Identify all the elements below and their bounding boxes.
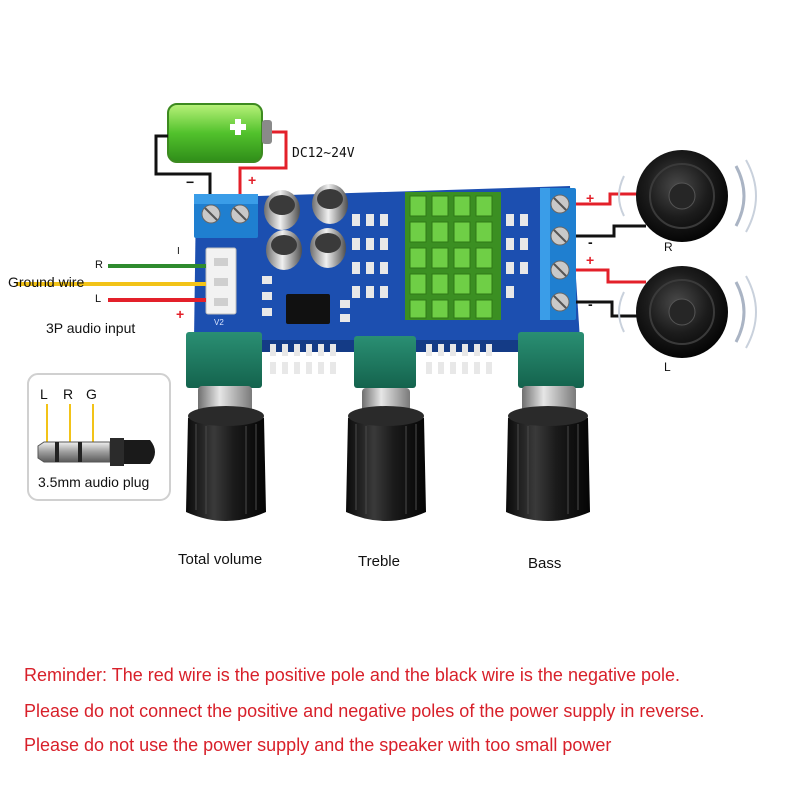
speaker-left-label: L xyxy=(664,360,671,374)
plug-pin-r-label: R xyxy=(63,386,74,402)
ic-chip xyxy=(286,294,330,324)
battery-icon xyxy=(167,103,272,163)
pcb-board xyxy=(186,184,584,388)
power-plus-sign: + xyxy=(248,172,257,188)
plug-pin-g-label: G xyxy=(86,386,97,402)
reminder-line-3: Please do not use the power supply and t… xyxy=(24,735,612,755)
input-pin-label: I xyxy=(177,246,180,257)
volume-knob-label: Total volume xyxy=(178,551,263,568)
heatsink xyxy=(405,192,501,320)
audio-input-connector xyxy=(205,247,237,315)
speaker-r-minus-sign: - xyxy=(588,234,593,250)
speaker-r-plus-sign: + xyxy=(586,190,595,206)
volume-pot-body xyxy=(186,332,262,388)
speaker-terminal xyxy=(540,188,576,320)
ground-wire-label: Ground wire xyxy=(8,274,85,290)
power-terminal xyxy=(194,194,258,238)
speaker-l-plus-sign: + xyxy=(586,252,595,268)
input-l-label: L xyxy=(95,293,102,305)
bass-pot-body xyxy=(518,332,584,388)
speaker-l-negative-wire xyxy=(576,300,646,318)
speaker-l-positive-wire xyxy=(576,268,646,284)
speaker-r-positive-wire xyxy=(576,192,646,206)
capacitors xyxy=(264,184,348,270)
treble-knob-label: Treble xyxy=(358,553,400,570)
input-plus-sign: + xyxy=(176,306,185,322)
power-positive-wire xyxy=(238,130,288,200)
volume-knob xyxy=(186,386,266,521)
treble-knob xyxy=(346,388,426,521)
bass-knob-label: Bass xyxy=(528,555,562,572)
plug-caption: 3.5mm audio plug xyxy=(38,474,150,490)
speaker-l-minus-sign: - xyxy=(588,296,593,312)
audio-plug-icon xyxy=(37,404,155,466)
bass-knob xyxy=(506,386,590,521)
speaker-right-label: R xyxy=(664,240,673,254)
treble-pot-body xyxy=(354,336,416,388)
power-minus-sign: − xyxy=(186,174,195,190)
plug-pin-l-label: L xyxy=(40,386,48,402)
power-negative-wire xyxy=(154,134,212,200)
board-version-label: V2 xyxy=(214,318,224,327)
audio-input-title: 3P audio input xyxy=(46,320,136,336)
plug-diagram-box xyxy=(27,373,171,501)
speaker-r-negative-wire xyxy=(576,224,646,238)
reminder-line-1: Reminder: The red wire is the positive p… xyxy=(24,665,681,685)
speaker-left-icon xyxy=(618,266,757,358)
power-voltage-label: DC12~24V xyxy=(292,146,355,161)
reminder-line-2: Please do not connect the positive and n… xyxy=(24,701,705,721)
smd-components xyxy=(262,214,528,322)
speaker-right-icon xyxy=(618,150,757,242)
input-r-label: R xyxy=(95,259,103,271)
